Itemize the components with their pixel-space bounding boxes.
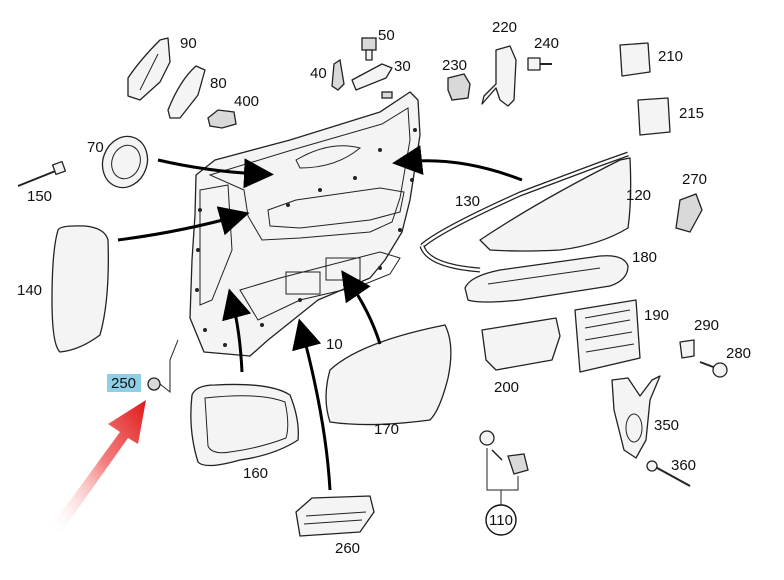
part-240 [527,57,552,71]
label-30: 30 [394,58,411,75]
label-215: 215 [679,105,704,122]
part-30 [351,63,393,99]
pointer-arrow [50,400,146,534]
part-220 [481,45,517,107]
part-150-screw [17,160,67,187]
label-10: 10 [326,336,343,353]
part-140-liner [51,225,109,353]
label-180: 180 [632,249,657,266]
part-130-seal [419,151,629,273]
label-350: 350 [654,417,679,434]
part-160-trim [190,383,299,467]
part-120 [479,157,632,252]
label-400: 400 [234,93,259,110]
label-250: 250 [111,375,136,392]
label-200: 200 [494,379,519,396]
label-90: 90 [180,35,197,52]
label-110: 110 [489,512,513,529]
label-280: 280 [726,345,751,362]
part-190 [574,299,641,373]
part-250-clip [147,339,179,394]
part-40 [331,58,345,91]
label-250-highlight [107,374,141,392]
label-40: 40 [310,65,327,82]
part-180-armrest [464,255,629,303]
part-50 [361,37,377,61]
label-140: 140 [17,282,42,299]
label-80: 80 [210,75,227,92]
part-70-grille [101,135,149,189]
label-240: 240 [534,35,559,52]
label-150: 150 [27,188,52,205]
label-170: 170 [374,421,399,438]
label-270: 270 [682,171,707,188]
part-210 [619,42,651,77]
label-160: 160 [243,465,268,482]
label-230: 230 [442,57,467,74]
label-360: 360 [671,457,696,474]
part-230 [447,73,471,101]
part-400 [207,109,237,129]
label-120: 120 [626,187,651,204]
label-130: 130 [455,193,480,210]
part-270 [675,193,703,233]
label-290: 290 [694,317,719,334]
label-260: 260 [335,540,360,557]
part-110-fastener [479,430,529,536]
label-220: 220 [492,19,517,36]
part-170-pad [325,324,452,426]
part-215 [637,97,671,136]
part-200 [481,317,561,371]
part-290 [679,339,695,359]
label-50: 50 [378,27,395,44]
label-190: 190 [644,307,669,324]
part-280 [699,361,728,378]
part-260-module [295,495,375,537]
part-350-bracket [611,375,661,459]
label-210: 210 [658,48,683,65]
door-panel-10 [189,91,421,357]
part-80 [167,65,206,119]
part-360-rivet [646,460,691,487]
assembly-arrows [117,145,523,491]
part-90 [127,37,171,101]
label-70: 70 [87,139,104,156]
